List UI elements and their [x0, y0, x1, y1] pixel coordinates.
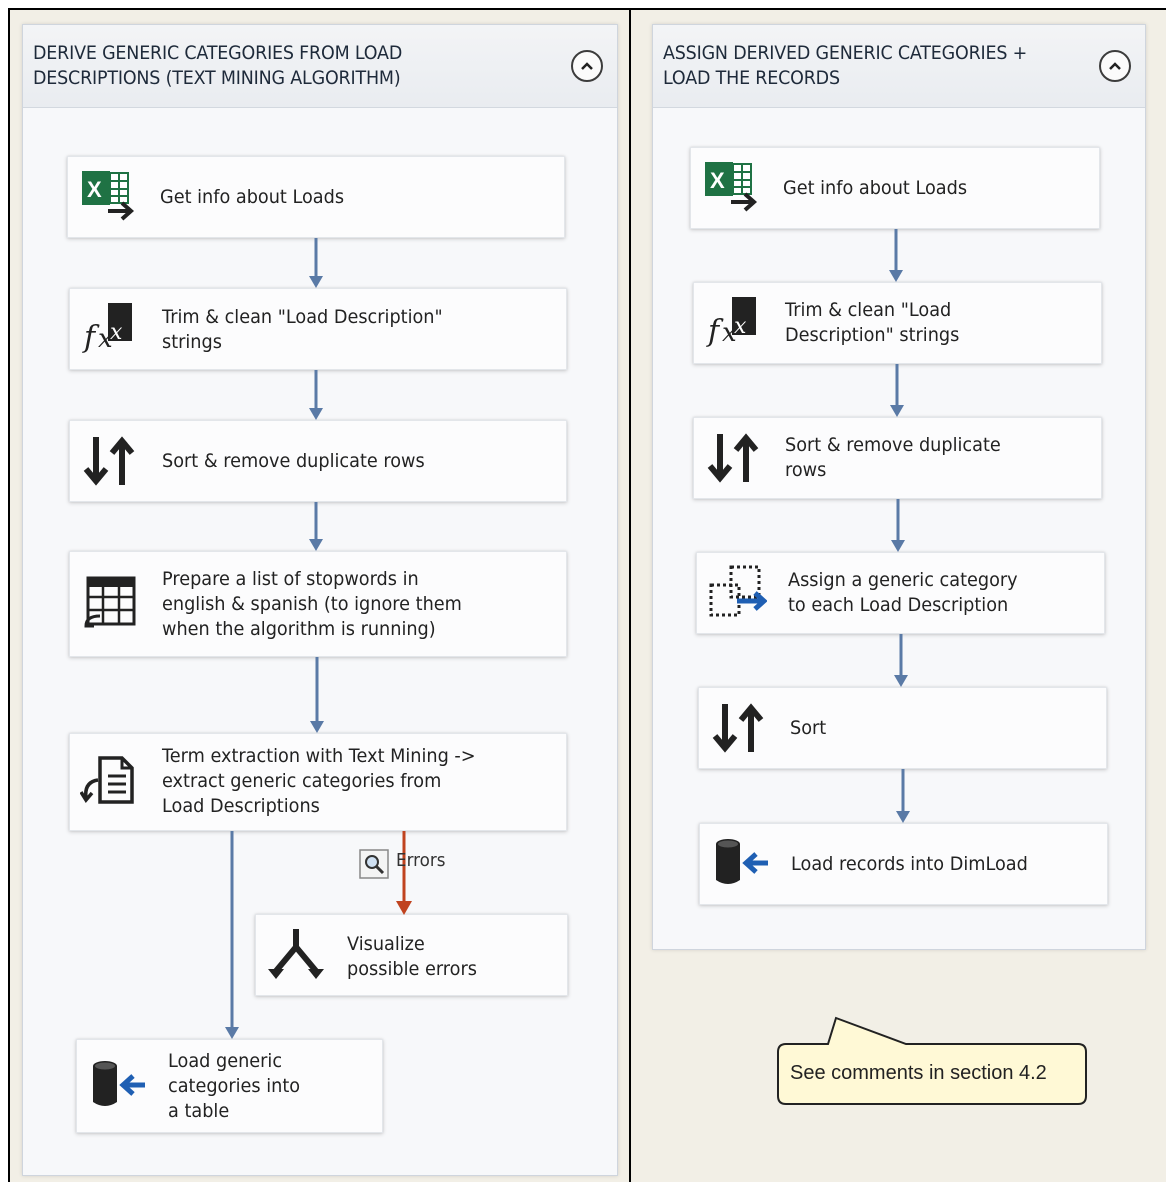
task-load-generic-categories[interactable]: Load generic categories into a table [76, 1039, 383, 1133]
term-extraction-icon [80, 756, 134, 804]
container-header[interactable]: DERIVE GENERIC CATEGORIES FROM LOAD DESC… [23, 25, 617, 108]
task-label: Sort & remove duplicate rows [785, 434, 1001, 481]
task-label: Prepare a list of stopwords in english &… [162, 568, 462, 640]
collapse-button[interactable] [1099, 50, 1131, 82]
task-visualize-errors[interactable]: Visualize possible errors [255, 914, 568, 996]
task-trim-clean-strings[interactable]: f x x Trim & clean "Load Description" st… [693, 282, 1102, 364]
sort-icon [83, 436, 135, 486]
error-path-label: Errors [396, 850, 446, 871]
container-title: DERIVE GENERIC CATEGORIES FROM LOAD DESC… [33, 42, 403, 89]
svg-text:X: X [710, 168, 725, 193]
task-label: Term extraction with Text Mining -> extr… [162, 745, 476, 817]
task-sort[interactable]: Sort [698, 687, 1107, 769]
task-sort-remove-duplicates[interactable]: Sort & remove duplicate rows [69, 420, 567, 502]
sort-icon [712, 703, 764, 753]
task-assign-generic-category[interactable]: Assign a generic category to each Load D… [696, 552, 1105, 634]
task-label: Get info about Loads [783, 177, 968, 199]
task-get-info-about-loads[interactable]: X Get info about Loads [67, 156, 565, 238]
task-sort-remove-duplicates[interactable]: Sort & remove duplicate rows [693, 417, 1102, 499]
multicast-icon [268, 929, 324, 979]
excel-source-icon: X [82, 171, 135, 221]
collapse-button[interactable] [571, 50, 603, 82]
task-label: Trim & clean "Load Description" strings [162, 306, 443, 353]
sort-icon [707, 433, 759, 483]
svg-text:x: x [722, 318, 737, 348]
callout-text: See comments in section 4.2 [790, 1062, 1047, 1084]
task-label: Visualize possible errors [347, 933, 477, 980]
task-term-extraction[interactable]: Term extraction with Text Mining -> extr… [69, 733, 567, 831]
task-label: Load records into DimLoad [791, 853, 1028, 875]
container-title: ASSIGN DERIVED GENERIC CATEGORIES + LOAD… [663, 42, 1028, 89]
comment-callout [777, 1016, 1087, 1105]
database-destination-icon [93, 1061, 145, 1106]
task-label: Load generic categories into a table [168, 1050, 301, 1122]
svg-text:x: x [98, 324, 113, 354]
chevron-up-icon [1109, 62, 1121, 70]
table-grid-icon [84, 576, 136, 628]
derived-column-fx-icon: f x x [82, 303, 132, 355]
magnifier-icon[interactable] [359, 849, 389, 879]
database-destination-icon [716, 839, 768, 884]
task-label: Assign a generic category to each Load D… [788, 569, 1018, 616]
derived-column-fx-icon: f x x [706, 297, 756, 349]
svg-text:x: x [110, 320, 123, 345]
lookup-icon [709, 565, 767, 617]
container-header[interactable]: ASSIGN DERIVED GENERIC CATEGORIES + LOAD… [653, 25, 1145, 108]
task-get-info-about-loads[interactable]: X Get info about Loads [690, 147, 1100, 229]
task-label: Trim & clean "Load Description" strings [785, 299, 960, 346]
task-label: Get info about Loads [160, 186, 345, 208]
task-trim-clean-strings[interactable]: f x x Trim & clean "Load Description" st… [69, 288, 567, 370]
chevron-up-icon [581, 62, 593, 70]
task-load-records-dimload[interactable]: Load records into DimLoad [699, 823, 1108, 905]
svg-text:x: x [734, 314, 747, 339]
task-label: Sort [790, 717, 827, 739]
excel-source-icon: X [705, 162, 758, 212]
task-label: Sort & remove duplicate rows [162, 450, 425, 472]
svg-text:X: X [87, 177, 102, 202]
task-prepare-stopwords[interactable]: Prepare a list of stopwords in english &… [69, 551, 567, 657]
